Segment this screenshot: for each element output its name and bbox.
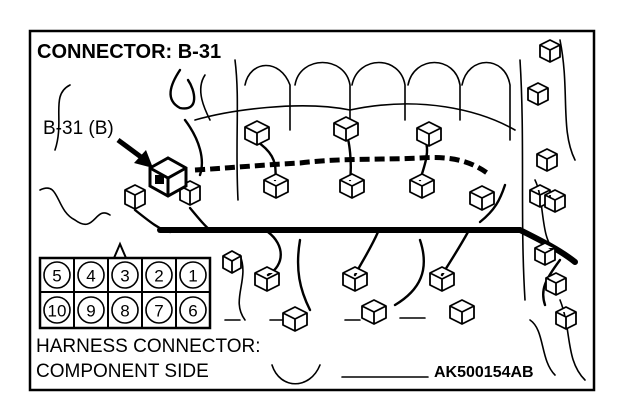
callout-arrow	[116, 137, 153, 168]
pin-number: 7	[154, 302, 163, 321]
connector-callout-label: B-31 (B)	[43, 118, 114, 139]
b31-connector	[148, 156, 188, 198]
pin-circle	[111, 296, 139, 324]
caption-line2: COMPONENT SIDE	[36, 361, 209, 382]
pin-circle	[145, 296, 173, 324]
pin-circle	[179, 261, 207, 289]
diagram-frame	[28, 29, 596, 392]
pin-circle	[77, 261, 105, 289]
pin-circle	[179, 296, 207, 324]
pin-circle	[43, 296, 71, 324]
pin-circle	[43, 261, 71, 289]
pin-number: 1	[188, 267, 197, 286]
caption-line1: HARNESS CONNECTOR:	[36, 336, 261, 357]
connector-blocks	[124, 39, 577, 332]
pin-circle	[145, 261, 173, 289]
pin-number: 8	[120, 302, 129, 321]
pin-grid: 5 4 3 2 1 10 9 8 7 6	[38, 241, 212, 330]
pin-number: 2	[154, 267, 163, 286]
pin-number: 10	[48, 302, 67, 321]
figure-code: AK500154AB	[434, 364, 534, 381]
pin-number: 4	[86, 267, 95, 286]
pin-circle	[77, 296, 105, 324]
connector-title: CONNECTOR: B-31	[37, 41, 221, 63]
pin-circle	[111, 261, 139, 289]
pin-number: 6	[188, 302, 197, 321]
pin-number: 5	[52, 267, 61, 286]
pin-number: 3	[120, 267, 129, 286]
caption-curve	[271, 364, 321, 385]
pin-number: 9	[86, 302, 95, 321]
